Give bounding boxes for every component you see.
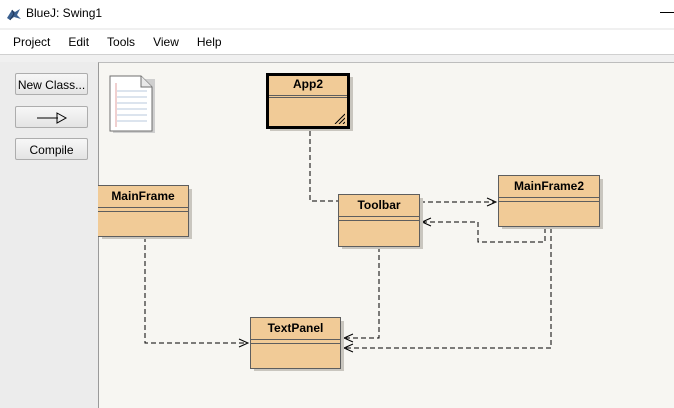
- class-name: Toolbar: [339, 195, 419, 217]
- resize-handle-icon[interactable]: [333, 112, 345, 124]
- class-name: App2: [269, 74, 347, 96]
- class-separator: [98, 211, 188, 212]
- menu-edit[interactable]: Edit: [68, 35, 90, 49]
- menu-project[interactable]: Project: [13, 35, 51, 49]
- menu-view[interactable]: View: [153, 35, 179, 49]
- class-textpanel[interactable]: TextPanel: [250, 317, 341, 369]
- menu-tools[interactable]: Tools: [107, 35, 136, 49]
- class-name: MainFrame: [98, 186, 188, 208]
- class-name: TextPanel: [251, 318, 340, 340]
- window-title: BlueJ: Swing1: [26, 6, 103, 20]
- class-mainframe2[interactable]: MainFrame2: [498, 175, 600, 227]
- class-app2[interactable]: App2: [266, 73, 350, 129]
- compile-button[interactable]: Compile: [15, 138, 88, 160]
- class-toolbar[interactable]: Toolbar: [338, 194, 420, 247]
- class-mainframe[interactable]: MainFrame: [98, 185, 189, 237]
- class-name: MainFrame2: [499, 176, 599, 198]
- class-separator: [251, 343, 340, 344]
- title-bar: BlueJ: Swing1: [0, 0, 674, 28]
- menu-separator: [0, 54, 674, 55]
- readme-document-icon[interactable]: [109, 75, 155, 133]
- menu-help[interactable]: Help: [196, 35, 222, 49]
- class-separator: [499, 201, 599, 202]
- uses-arrow-button[interactable]: [15, 106, 88, 128]
- new-class-button[interactable]: New Class...: [15, 73, 88, 95]
- bluej-bird-icon: [7, 9, 21, 21]
- class-separator: [339, 220, 419, 221]
- menu-bar: Project Edit Tools View Help: [0, 30, 674, 54]
- class-separator: [269, 97, 347, 98]
- minimize-icon[interactable]: [660, 12, 674, 13]
- uses-arrow-icon: [37, 112, 68, 124]
